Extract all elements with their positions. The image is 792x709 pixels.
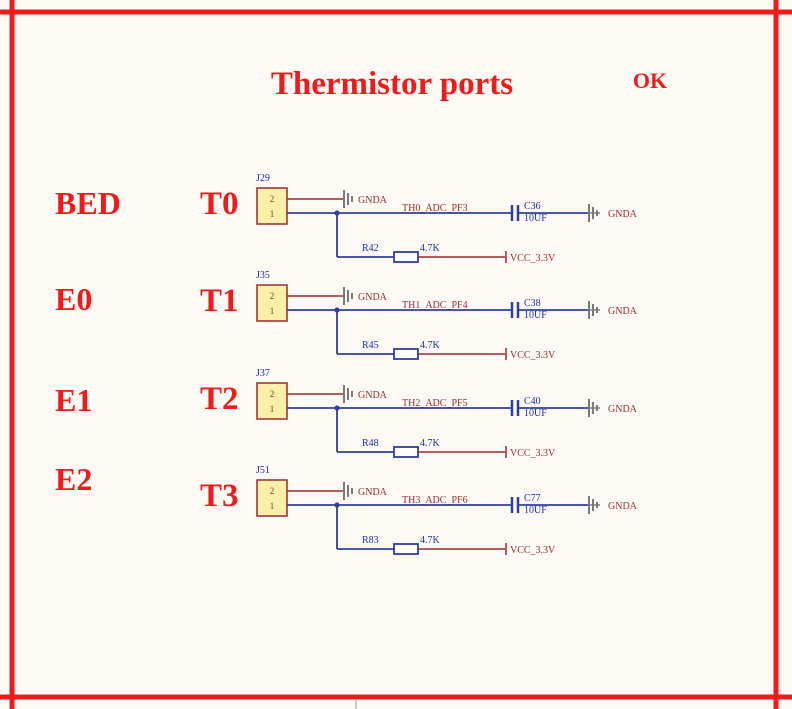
vcc-label: VCC_3.3V [510,253,556,264]
port-label: T0 [200,186,239,222]
resistor-value: 4.7K [420,340,441,351]
port-label: T3 [200,478,239,514]
connector-body [256,284,288,322]
connector-designator: J29 [256,173,270,184]
ground-right-label: GNDA [608,404,638,415]
ground-left-label: GNDA [358,292,388,303]
resistor-body [393,251,419,263]
connector-designator: J51 [256,465,270,476]
ground-left-label: GNDA [358,487,388,498]
net-label: TH3_ADC_PF6 [402,495,468,506]
ground-right-label: GNDA [608,209,638,220]
ground-right-label: GNDA [608,306,638,317]
resistor-designator: R42 [362,243,379,254]
connector-pin-2: 2 [270,194,275,204]
ground-left-icon [343,190,353,208]
resistor-designator: R45 [362,340,379,351]
ground-left-label: GNDA [358,195,388,206]
ground-right-label: GNDA [608,501,638,512]
channel-label: BED [55,185,121,221]
capacitor-designator: C38 [524,298,541,309]
connector-designator: J35 [256,270,270,281]
capacitor-value: 10UF [524,213,547,224]
page-title: Thermistor ports [271,66,513,102]
channel-label: E0 [55,281,92,317]
vcc-label: VCC_3.3V [510,448,556,459]
port-label: T2 [200,381,239,417]
ground-left-label: GNDA [358,390,388,401]
capacitor-value: 10UF [524,505,547,516]
channel-label: E2 [55,461,92,497]
channel-label: E1 [55,382,92,418]
resistor-designator: R83 [362,535,379,546]
connector-body [256,382,288,420]
resistor-value: 4.7K [420,535,441,546]
resistor-body [393,348,419,360]
connector-pin-1: 1 [270,209,275,219]
connector-pin-1: 1 [270,501,275,511]
connector-pin-2: 2 [270,486,275,496]
resistor-value: 4.7K [420,243,441,254]
capacitor-designator: C77 [524,493,541,504]
resistor-value: 4.7K [420,438,441,449]
capacitor-designator: C40 [524,396,541,407]
connector-body [256,187,288,225]
connector-pin-1: 1 [270,404,275,414]
capacitor-designator: C36 [524,201,541,212]
connector-pin-2: 2 [270,291,275,301]
port-label: T1 [200,283,239,319]
net-label: TH0_ADC_PF3 [402,203,468,214]
status-label: OK [633,68,667,93]
connector-pin-2: 2 [270,389,275,399]
resistor-body [393,543,419,555]
capacitor-value: 10UF [524,408,547,419]
resistor-body [393,446,419,458]
resistor-designator: R48 [362,438,379,449]
net-label: TH2_ADC_PF5 [402,398,468,409]
ground-left-icon [343,385,353,403]
net-label: TH1_ADC_PF4 [402,300,468,311]
ground-left-icon [343,482,353,500]
connector-body [256,479,288,517]
capacitor-value: 10UF [524,310,547,321]
ground-left-icon [343,287,353,305]
vcc-label: VCC_3.3V [510,545,556,556]
connector-pin-1: 1 [270,306,275,316]
vcc-label: VCC_3.3V [510,350,556,361]
connector-designator: J37 [256,368,270,379]
